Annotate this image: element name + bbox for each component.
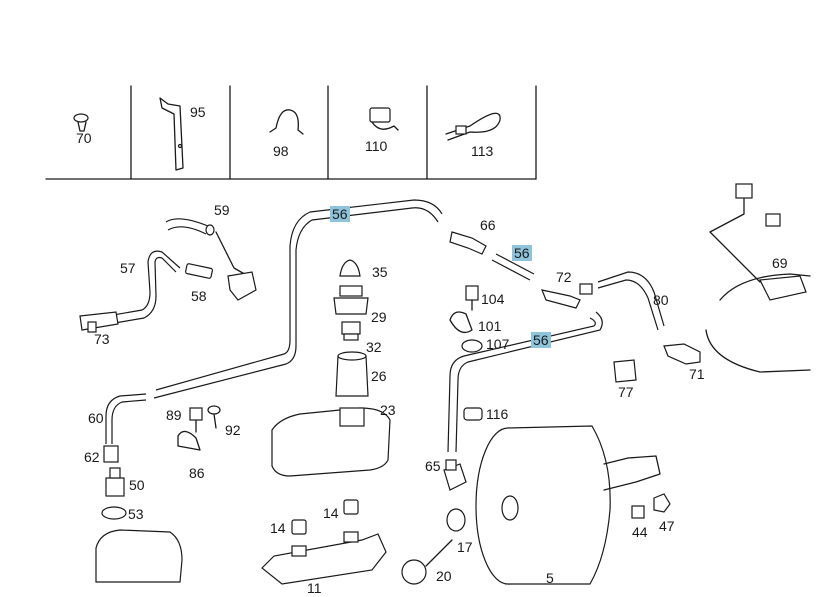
callout-66: 66 xyxy=(480,217,496,233)
vacuum-line-56-main xyxy=(153,199,443,399)
callout-56-right: 56 xyxy=(531,332,551,348)
seal-14b xyxy=(343,499,359,515)
callout-35: 35 xyxy=(372,264,388,280)
callout-107: 107 xyxy=(486,336,510,352)
callout-101: 101 xyxy=(478,318,502,334)
bolt-104 xyxy=(465,285,479,311)
grommet-116 xyxy=(463,407,483,421)
callout-44: 44 xyxy=(632,524,648,540)
callout-58: 58 xyxy=(191,288,207,304)
callout-104: 104 xyxy=(481,291,505,307)
callout-80: 80 xyxy=(653,292,669,308)
screw-92 xyxy=(207,405,221,429)
callout-73: 73 xyxy=(94,331,110,347)
vacuum-line-80 xyxy=(597,271,665,331)
callout-65: 65 xyxy=(425,458,441,474)
cap-29 xyxy=(333,285,369,315)
callout-14a: 14 xyxy=(270,520,286,536)
callout-71: 71 xyxy=(689,366,705,382)
caliper-housing xyxy=(95,529,183,583)
sensor-69 xyxy=(709,183,807,301)
callout-53: 53 xyxy=(128,506,144,522)
o-ring-17 xyxy=(446,508,466,532)
cable-tie-icon xyxy=(445,112,501,141)
callout-57: 57 xyxy=(120,260,136,276)
t-piece-73 xyxy=(79,311,119,333)
callout-50: 50 xyxy=(129,477,145,493)
callout-20: 20 xyxy=(436,568,452,584)
callout-59: 59 xyxy=(214,202,230,218)
elbow-71 xyxy=(663,343,701,365)
callout-26: 26 xyxy=(371,368,387,384)
seal-32 xyxy=(341,321,361,341)
clamp-icon xyxy=(369,107,399,131)
hose-56-short xyxy=(491,253,535,281)
reservoir-23 xyxy=(271,407,391,477)
vacuum-line-57 xyxy=(95,250,181,327)
callout-29: 29 xyxy=(371,309,387,325)
callout-23: 23 xyxy=(380,402,396,418)
elbow-65 xyxy=(443,459,467,491)
fitting-50 xyxy=(105,467,125,497)
wrench-20 xyxy=(401,539,453,585)
booster-outline-right xyxy=(705,273,811,373)
legend-label-113: 113 xyxy=(471,143,494,159)
callout-92: 92 xyxy=(225,422,241,438)
callout-62: 62 xyxy=(84,449,100,465)
callout-56-main: 56 xyxy=(330,206,350,222)
callout-47: 47 xyxy=(659,518,675,534)
callout-86: 86 xyxy=(189,465,205,481)
filter-26 xyxy=(335,351,369,397)
clamp-101 xyxy=(449,311,473,334)
legend-table xyxy=(45,85,537,180)
screw-89 xyxy=(189,407,203,433)
vacuum-line-56-right xyxy=(447,311,603,453)
vacuum-line-60 xyxy=(105,393,147,444)
union-62 xyxy=(103,445,119,463)
clip-icon xyxy=(269,109,304,135)
callout-69: 69 xyxy=(772,255,788,271)
callout-14b: 14 xyxy=(323,505,339,521)
nut-44 xyxy=(631,505,645,519)
callout-60: 60 xyxy=(88,410,104,426)
callout-72: 72 xyxy=(556,269,572,285)
callout-32: 32 xyxy=(366,339,382,355)
legend-label-95: 95 xyxy=(190,104,206,120)
callout-11: 11 xyxy=(307,580,322,596)
valve-66 xyxy=(449,231,487,255)
connector-72 xyxy=(541,283,593,309)
master-cylinder-11 xyxy=(261,531,387,585)
legend-label-110: 110 xyxy=(365,138,388,154)
grommet-77 xyxy=(613,359,637,383)
callout-77: 77 xyxy=(618,384,634,400)
clamp-86 xyxy=(177,430,201,451)
callout-5: 5 xyxy=(546,570,554,586)
screw-icon xyxy=(73,113,89,132)
callout-56-short: 56 xyxy=(512,245,532,261)
seal-14a xyxy=(291,519,307,535)
callout-89: 89 xyxy=(166,407,182,423)
callout-116: 116 xyxy=(486,406,509,422)
connector-58 xyxy=(185,263,257,301)
bracket-icon xyxy=(159,97,184,171)
cap-35 xyxy=(339,259,361,277)
legend-label-70: 70 xyxy=(76,130,92,146)
washer-53 xyxy=(101,506,127,520)
callout-17: 17 xyxy=(457,539,473,555)
grommet-107 xyxy=(461,339,483,353)
nut-47 xyxy=(653,493,671,513)
legend-label-98: 98 xyxy=(273,143,289,159)
brake-booster-5 xyxy=(475,425,661,585)
